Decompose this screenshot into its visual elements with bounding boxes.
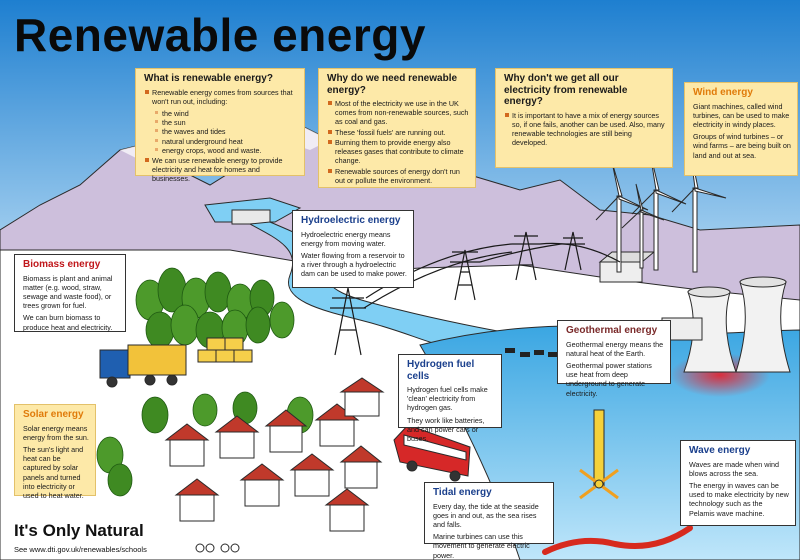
why-not-box: Why don't we get all our electricity fro… [495, 68, 673, 168]
wave-text-2: The energy in waves can be used to make … [689, 480, 789, 518]
what-is-renewable-box: What is renewable energy? Renewable ener… [135, 68, 305, 183]
biomass-box: Biomass energy Biomass is plant and anim… [14, 254, 126, 332]
tidal-text-2: Marine turbines can use this movement to… [433, 532, 530, 560]
solar-text-2: The sun's light and heat can be captured… [23, 444, 84, 501]
wind-text-1: Giant machines, called wind turbines, ca… [693, 101, 790, 129]
hydrogen-text-2: They work like batteries, and can power … [407, 415, 485, 444]
biomass-text-2: We can burn biomass to produce heat and … [23, 313, 113, 332]
geothermal-text-2: Geothermal power stations use heat from … [566, 360, 652, 398]
wave-text-1: Waves are made when wind blows across th… [689, 459, 780, 478]
hay-bales [197, 337, 253, 363]
what-intro: Renewable energy comes from sources that… [145, 88, 298, 106]
wind-heading: Wind energy [693, 87, 753, 98]
source-item: the waves and tides [155, 127, 298, 136]
tidal-box: Tidal energy Every day, the tide at the … [424, 482, 554, 560]
biomass-text-1: Biomass is plant and animal matter (e.g.… [23, 273, 113, 311]
tidal-text-1: Every day, the tide at the seaside goes … [433, 501, 539, 529]
source-item: natural underground heat [155, 137, 298, 146]
footer-url[interactable]: See www.dti.gov.uk/renewables/schools [14, 545, 147, 554]
why-point: Burning them to provide energy also rele… [328, 138, 469, 166]
what-heading: What is renewable energy? [144, 73, 273, 84]
trees [96, 267, 314, 497]
hydroelectric-box: Hydroelectric energy Hydroelectric energ… [292, 210, 414, 288]
why-heading: Why do we need renewable energy? [327, 73, 458, 96]
source-item: the wind [155, 109, 298, 118]
solar-text-1: Solar energy means energy from the sun. [23, 423, 89, 442]
whynot-heading: Why don't we get all our electricity fro… [504, 73, 628, 107]
solar-heading: Solar energy [23, 409, 84, 420]
wind-energy-box: Wind energy Giant machines, called wind … [684, 82, 798, 176]
hay-lorry [99, 344, 187, 388]
dam [231, 209, 271, 225]
hydro-heading: Hydroelectric energy [301, 215, 401, 226]
footer-slogan: It's Only Natural [14, 521, 144, 540]
why-point: Renewable sources of energy don't run ou… [328, 167, 469, 185]
why-need-box: Why do we need renewable energy? Most of… [318, 68, 476, 188]
sources-list: the wind the sun the waves and tides nat… [144, 109, 298, 155]
wind-turbines [595, 149, 727, 273]
geothermal-box: Geothermal energy Geothermal energy mean… [557, 320, 671, 398]
tidal-turbine [579, 409, 619, 500]
pelamis-wave-machine [542, 525, 693, 555]
geothermal-text-1: Geothermal energy means the natural heat… [566, 339, 664, 358]
cows [505, 348, 558, 357]
source-item: the sun [155, 118, 298, 127]
wave-box: Wave energy Waves are made when wind blo… [680, 440, 796, 526]
cyclists [195, 543, 240, 553]
why-point: These 'fossil fuels' are running out. [328, 128, 469, 137]
source-item: energy crops, wood and waste. [155, 146, 298, 155]
page-title: Renewable energy [14, 9, 426, 61]
why-point: Most of the electricity we use in the UK… [328, 99, 469, 127]
hydrogen-box: Hydrogen fuel cells Hydrogen fuel cells … [398, 354, 502, 443]
what-outro: We can use renewable energy to provide e… [145, 156, 298, 184]
tidal-heading: Tidal energy [433, 487, 492, 498]
hydro-text-1: Hydroelectric energy means energy from m… [301, 229, 391, 248]
bus [393, 424, 471, 482]
biomass-heading: Biomass energy [23, 259, 101, 270]
houses [164, 377, 385, 532]
hydrogen-heading: Hydrogen fuel cells [407, 359, 475, 382]
whynot-point: It is important to have a mix of energy … [505, 110, 665, 148]
hydro-text-2: Water flowing from a reservoir to a rive… [301, 250, 407, 279]
wind-text-2: Groups of wind turbines – or wind farms … [693, 132, 791, 160]
wave-heading: Wave energy [689, 445, 751, 456]
geothermal-heading: Geothermal energy [566, 325, 658, 336]
hydrogen-text-1: Hydrogen fuel cells make 'clean' electri… [407, 385, 488, 413]
solar-box: Solar energy Solar energy means energy f… [14, 404, 96, 500]
pylons [330, 231, 621, 356]
